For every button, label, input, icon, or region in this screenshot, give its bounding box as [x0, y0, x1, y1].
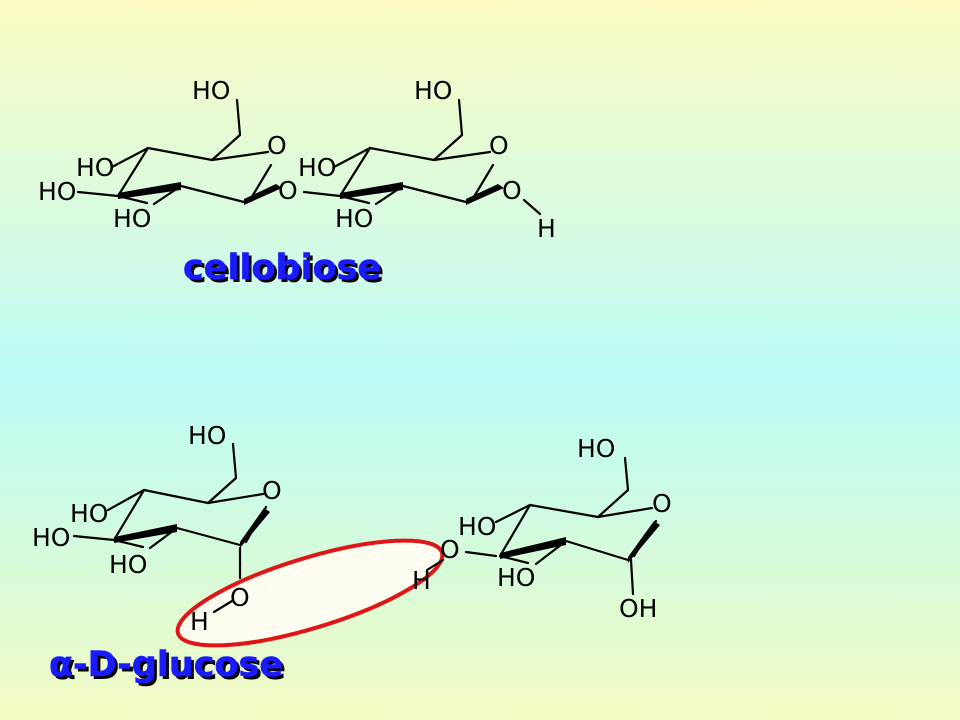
atom-label: O [652, 489, 672, 518]
atom-label: HO [298, 153, 336, 182]
atom-label: HO [32, 523, 70, 552]
glucose-caption-text: -D-glucose [73, 645, 283, 685]
atom-label: HO [113, 204, 151, 233]
atom-label: HO [192, 76, 230, 105]
svg-text:α-D-glucose: α-D-glucose [52, 648, 286, 688]
atom-label: HO [414, 76, 452, 105]
atom-label: H [412, 566, 431, 595]
glucose-caption: α-D-glucose α-D-glucose [49, 645, 286, 688]
alpha-symbol-shadow: α [52, 648, 76, 688]
cellobiose-ring-1: HO O HO HO HO O [38, 76, 298, 233]
atom-label: H [190, 607, 209, 636]
atom-label: O [489, 131, 509, 160]
atom-label: HO [577, 434, 615, 463]
atom-label: HO [70, 499, 108, 528]
atom-label: O [502, 176, 522, 205]
atom-label: OH [619, 594, 657, 623]
atom-label: HO [497, 563, 535, 592]
cellobiose-caption: cellobiose [183, 248, 381, 288]
glucose-caption-shadow-text: -D-glucose [76, 648, 286, 688]
atom-label: H [537, 214, 556, 243]
atom-label: HO [188, 421, 226, 450]
condensation-highlight-ellipse [175, 538, 445, 648]
atom-label: HO [109, 550, 147, 579]
atom-label: HO [38, 177, 76, 206]
glucose-molecule-right: H O HO O HO HO OH [412, 434, 672, 623]
atom-label: HO [76, 153, 114, 182]
atom-label: O [267, 131, 287, 160]
atom-label: HO [335, 204, 373, 233]
atom-label: HO [458, 512, 496, 541]
glucose-molecule-left: HO O HO HO HO O H [32, 421, 282, 636]
svg-text:α-D-glucose: α-D-glucose [49, 645, 283, 685]
atom-label: O [262, 476, 282, 505]
atom-label: O [230, 583, 250, 612]
alpha-symbol: α [49, 645, 73, 685]
cellobiose-caption-shadow: cellobiose [186, 251, 384, 291]
atom-label: O [440, 535, 460, 564]
cellobiose-ring-2: HO O HO HO O H [298, 76, 556, 243]
atom-label: O [278, 176, 298, 205]
